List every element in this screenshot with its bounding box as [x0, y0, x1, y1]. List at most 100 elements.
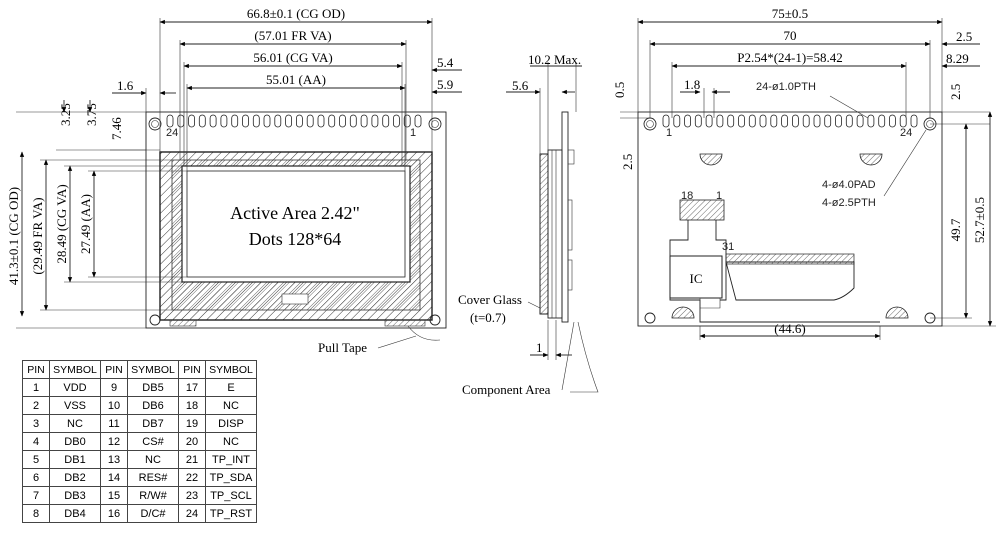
header-pin: [673, 114, 681, 128]
pin-cell: 12: [100, 432, 128, 451]
pin-cell: 23: [178, 486, 206, 505]
symbol-cell: VDD: [49, 378, 101, 397]
header-pin: [198, 114, 206, 128]
symbol-cell: RES#: [127, 468, 179, 487]
header-pin: [209, 114, 217, 128]
front-view: 24 1 Active Area 2.42" Dots 128*64 66.8±…: [6, 6, 462, 355]
dim-rear-bottom-44-6: (44.6): [774, 321, 805, 336]
front-mount-hole-bl: [149, 314, 161, 326]
symbol-cell: E: [205, 378, 257, 397]
rear-pad-br: [885, 306, 909, 319]
symbol-cell: TP_INT: [205, 450, 257, 469]
side-view: 10.2 Max. 5.6 Cover Glass (t=0.7) 1 Comp…: [458, 52, 599, 397]
header-pin: [684, 114, 691, 128]
symbol-cell: NC: [49, 414, 101, 433]
pin-table-header-cell: SYMBOL: [127, 360, 179, 379]
header-pin: [738, 114, 745, 128]
dim-rear-left-v-2-5: 2.5: [620, 154, 635, 170]
pull-tape-label: Pull Tape: [318, 340, 367, 355]
header-pin: [770, 114, 778, 128]
pin-cell: 11: [100, 414, 128, 433]
header-pin: [899, 114, 907, 128]
side-pcb: [561, 111, 569, 323]
pin-cell: 20: [178, 432, 206, 451]
front-pin-row: [166, 114, 422, 128]
header-pin: [662, 114, 670, 128]
active-area: [186, 170, 406, 278]
pin-table-header-cell: PIN: [100, 360, 128, 379]
pin-cell: 16: [100, 504, 128, 523]
symbol-cell: TP_SDA: [205, 468, 257, 487]
header-pin: [360, 114, 368, 128]
fpc-connector: [679, 199, 725, 221]
pin-cell: 21: [178, 450, 206, 469]
header-pin: [824, 114, 832, 128]
ic-label: IC: [690, 271, 703, 286]
symbol-cell: DB7: [127, 414, 179, 433]
header-pin: [694, 114, 702, 128]
front-board-outline: [145, 111, 447, 329]
pin-table-header-cell: SYMBOL: [205, 360, 257, 379]
dim-cg-od-height: 41.3±0.1 (CG OD): [6, 187, 21, 285]
header-pin: [274, 114, 282, 128]
header-pin: [339, 114, 346, 128]
fpc-contacts: [725, 253, 855, 265]
rear-pin-row: [662, 114, 918, 128]
header-pin: [328, 114, 336, 128]
dim-right-offset-2: 5.9: [437, 77, 453, 92]
pin-cell: 2: [22, 396, 50, 415]
header-pin: [889, 114, 896, 128]
header-pin: [177, 114, 185, 128]
symbol-cell: D/C#: [127, 504, 179, 523]
rear-pin-last-label: 24: [900, 127, 912, 139]
dim-fr-va-width: (57.01 FR VA): [254, 28, 331, 43]
symbol-cell: NC: [205, 396, 257, 415]
header-pin: [910, 114, 918, 128]
dim-rear-pad-4: 4-ø4.0PAD: [822, 179, 876, 191]
rear-pad-bl: [671, 306, 695, 319]
symbol-cell: DB0: [49, 432, 101, 451]
symbol-cell: TP_RST: [205, 504, 257, 523]
header-pin: [727, 114, 735, 128]
rear-pin-first-label: 1: [666, 127, 672, 139]
header-pin: [705, 114, 713, 128]
pin-cell: 15: [100, 486, 128, 505]
dim-right-offset-1: 5.4: [437, 55, 454, 70]
symbol-cell: DISP: [205, 414, 257, 433]
dim-rear-right-v-2-5: 2.5: [948, 84, 963, 100]
header-pin: [392, 114, 400, 128]
symbol-cell: DB3: [49, 486, 101, 505]
header-pin: [231, 114, 239, 128]
dim-rear-top-0-5: 0.5: [612, 82, 627, 98]
header-pin: [317, 114, 325, 128]
fpc-pin-c: 31: [722, 241, 734, 253]
pin-cell: 18: [178, 396, 206, 415]
front-mount-hole-tl: [148, 117, 162, 131]
rear-mount-hole-bl: [644, 312, 656, 324]
header-pin: [748, 114, 756, 128]
side-offset: 5.6: [512, 78, 529, 93]
fpc-pin-a: 18: [681, 190, 693, 202]
pin-cell: 4: [22, 432, 50, 451]
header-pin: [716, 114, 724, 128]
symbol-cell: TP_SCL: [205, 486, 257, 505]
cover-glass-label: Cover Glass: [458, 292, 522, 307]
pin-cell: 6: [22, 468, 50, 487]
header-pin: [867, 114, 875, 128]
dim-rear-right-8-29: 8.29: [946, 51, 969, 66]
header-pin: [349, 114, 357, 128]
dim-rear-right-2-5: 2.5: [956, 29, 972, 44]
pin-table-header: PIN SYMBOL PIN SYMBOL PIN SYMBOL: [22, 360, 257, 379]
front-mount-hole-tr: [428, 117, 442, 131]
dim-aa-width: 55.01 (AA): [266, 72, 326, 87]
header-pin: [878, 114, 886, 128]
rear-board-outline: [637, 111, 943, 327]
pin-cell: 5: [22, 450, 50, 469]
symbol-cell: VSS: [49, 396, 101, 415]
header-pin: [166, 114, 174, 128]
header-pin: [813, 114, 821, 128]
front-pin-last-label: 1: [410, 127, 416, 139]
